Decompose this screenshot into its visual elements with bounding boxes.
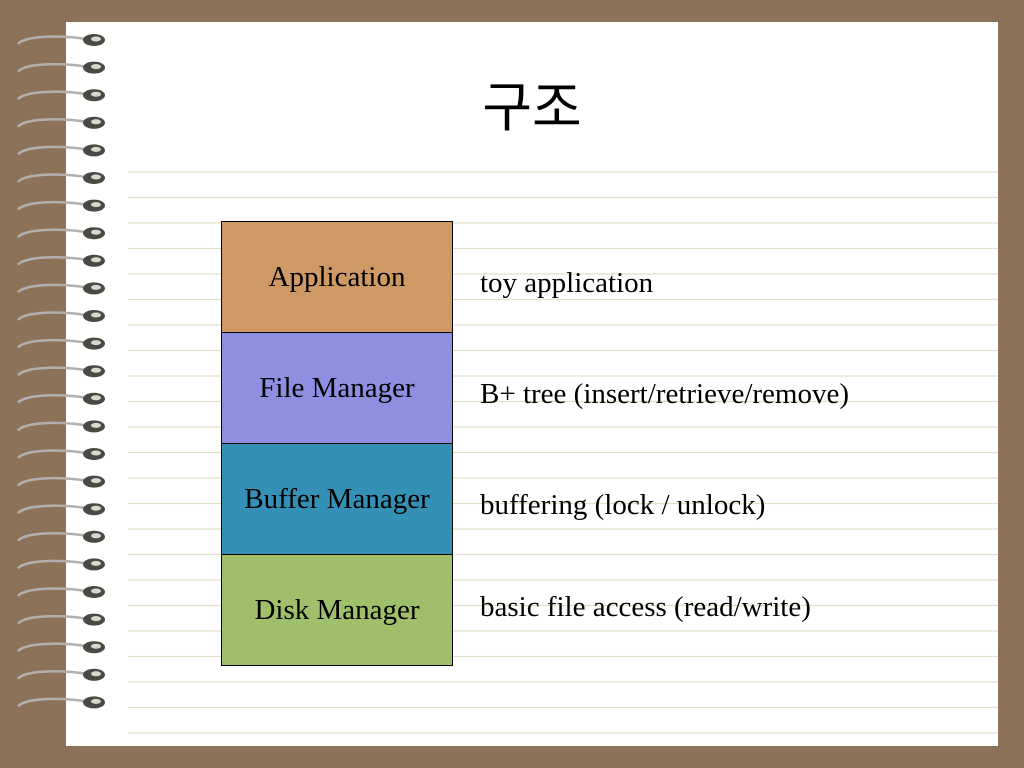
disk-manager-description: basic file access (read/write): [480, 591, 811, 623]
spiral-ring: [17, 641, 105, 654]
spiral-ring: [17, 586, 105, 598]
spiral-ring: [17, 558, 105, 571]
application-description: toy application: [480, 267, 654, 299]
spiral-ring: [17, 144, 105, 157]
spiral-ring: [17, 89, 105, 102]
spiral-ring: [17, 392, 105, 405]
layer-stack: Application File Manager Buffer Manager …: [221, 221, 453, 666]
spiral-ring: [17, 61, 105, 74]
layer-disk-manager: Disk Manager: [221, 554, 453, 666]
spiral-ring: [17, 420, 105, 433]
spiral-ring: [17, 530, 105, 543]
spiral-ring: [17, 613, 105, 626]
spiral-ring: [17, 227, 105, 240]
spiral-ring: [17, 668, 105, 681]
spiral-ring: [17, 337, 105, 350]
spiral-ring: [17, 282, 105, 295]
slide-title: 구조: [482, 76, 582, 139]
buffer-manager-description: buffering (lock / unlock): [480, 489, 766, 521]
layer-application: Application: [221, 221, 453, 333]
spiral-ring: [17, 310, 105, 322]
layer-file-manager: File Manager: [221, 332, 453, 444]
spiral-ring: [17, 475, 105, 488]
spiral-ring: [17, 503, 105, 516]
spiral-ring: [17, 199, 105, 212]
spiral-ring: [17, 448, 105, 460]
spiral-ring: [17, 365, 105, 378]
layer-buffer-manager: Buffer Manager: [221, 443, 453, 555]
spiral-binding: [17, 34, 105, 709]
spiral-ring: [17, 254, 105, 267]
spiral-ring: [17, 34, 105, 46]
spiral-ring: [17, 116, 105, 129]
spiral-ring: [17, 696, 105, 709]
file-manager-description: B+ tree (insert/retrieve/remove): [480, 378, 850, 410]
spiral-ring: [17, 172, 105, 184]
